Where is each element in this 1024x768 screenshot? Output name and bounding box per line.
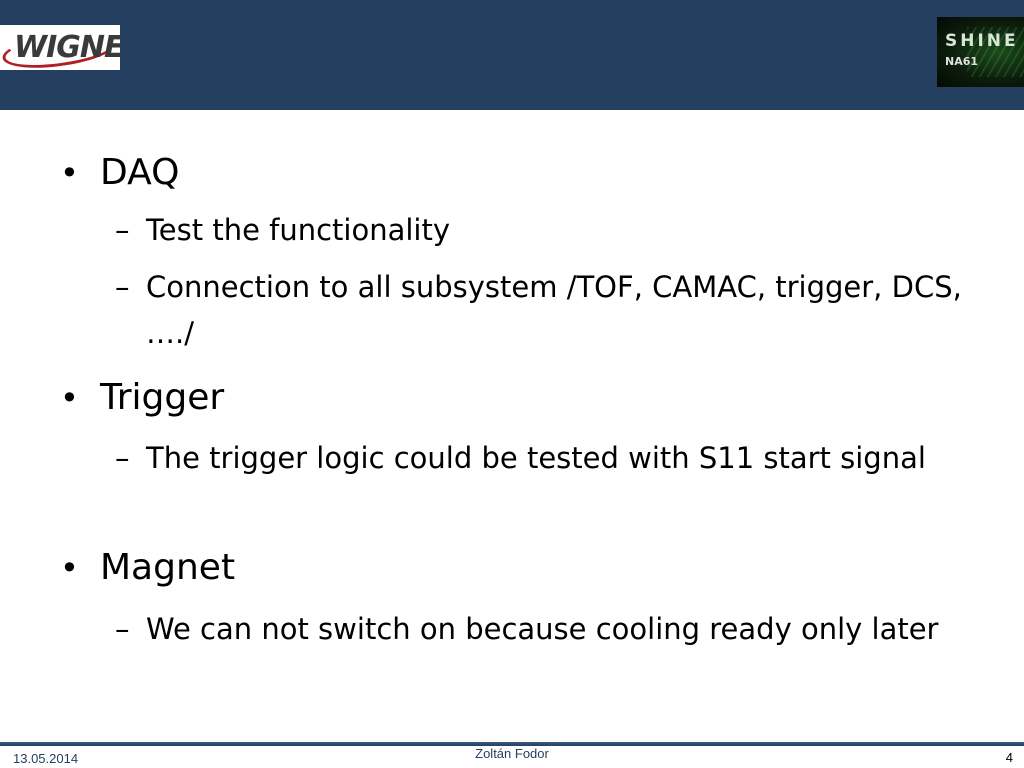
wigner-logo-text: WIGNER [14,30,120,65]
footer-divider [0,742,1024,746]
shine-logo-title: SHINE [945,31,1019,51]
bullet-label: DAQ [100,152,180,193]
footer-author: Zoltán Fodor [475,746,549,761]
dash-icon: – [115,270,130,304]
dash-icon: – [115,441,130,475]
sub-bullet-text: Connection to all subsystem /TOF, CAMAC,… [146,270,962,350]
page-number: 4 [1005,750,1013,765]
sub-bullet-text: Test the functionality [146,213,451,247]
logo-rays-icon [967,27,1024,77]
wigner-logo: WIGNER [0,25,120,70]
footer-date: 13.05.2014 [13,751,79,766]
sub-bullet: – The trigger logic could be tested with… [115,435,975,481]
sub-bullet: – We can not switch on because cooling r… [115,606,975,652]
bullet-label: Trigger [100,377,225,418]
bullet-dot-icon: • [60,154,79,192]
shine-na61-logo: SHINE NA61 [937,17,1024,87]
dash-icon: – [115,612,130,646]
sub-bullet-text: The trigger logic could be tested with S… [146,441,926,475]
bullet-label: Magnet [100,547,236,588]
slide-header: WIGNER SHINE NA61 [0,0,1024,110]
sub-bullet: – Test the functionality [115,207,975,253]
bullet-dot-icon: • [60,379,79,417]
sub-bullet: – Connection to all subsystem /TOF, CAMA… [115,264,975,356]
sub-bullet-text: We can not switch on because cooling rea… [146,612,939,646]
dash-icon: – [115,213,130,247]
na61-logo-subtitle: NA61 [945,55,979,68]
bullet-dot-icon: • [60,549,79,587]
